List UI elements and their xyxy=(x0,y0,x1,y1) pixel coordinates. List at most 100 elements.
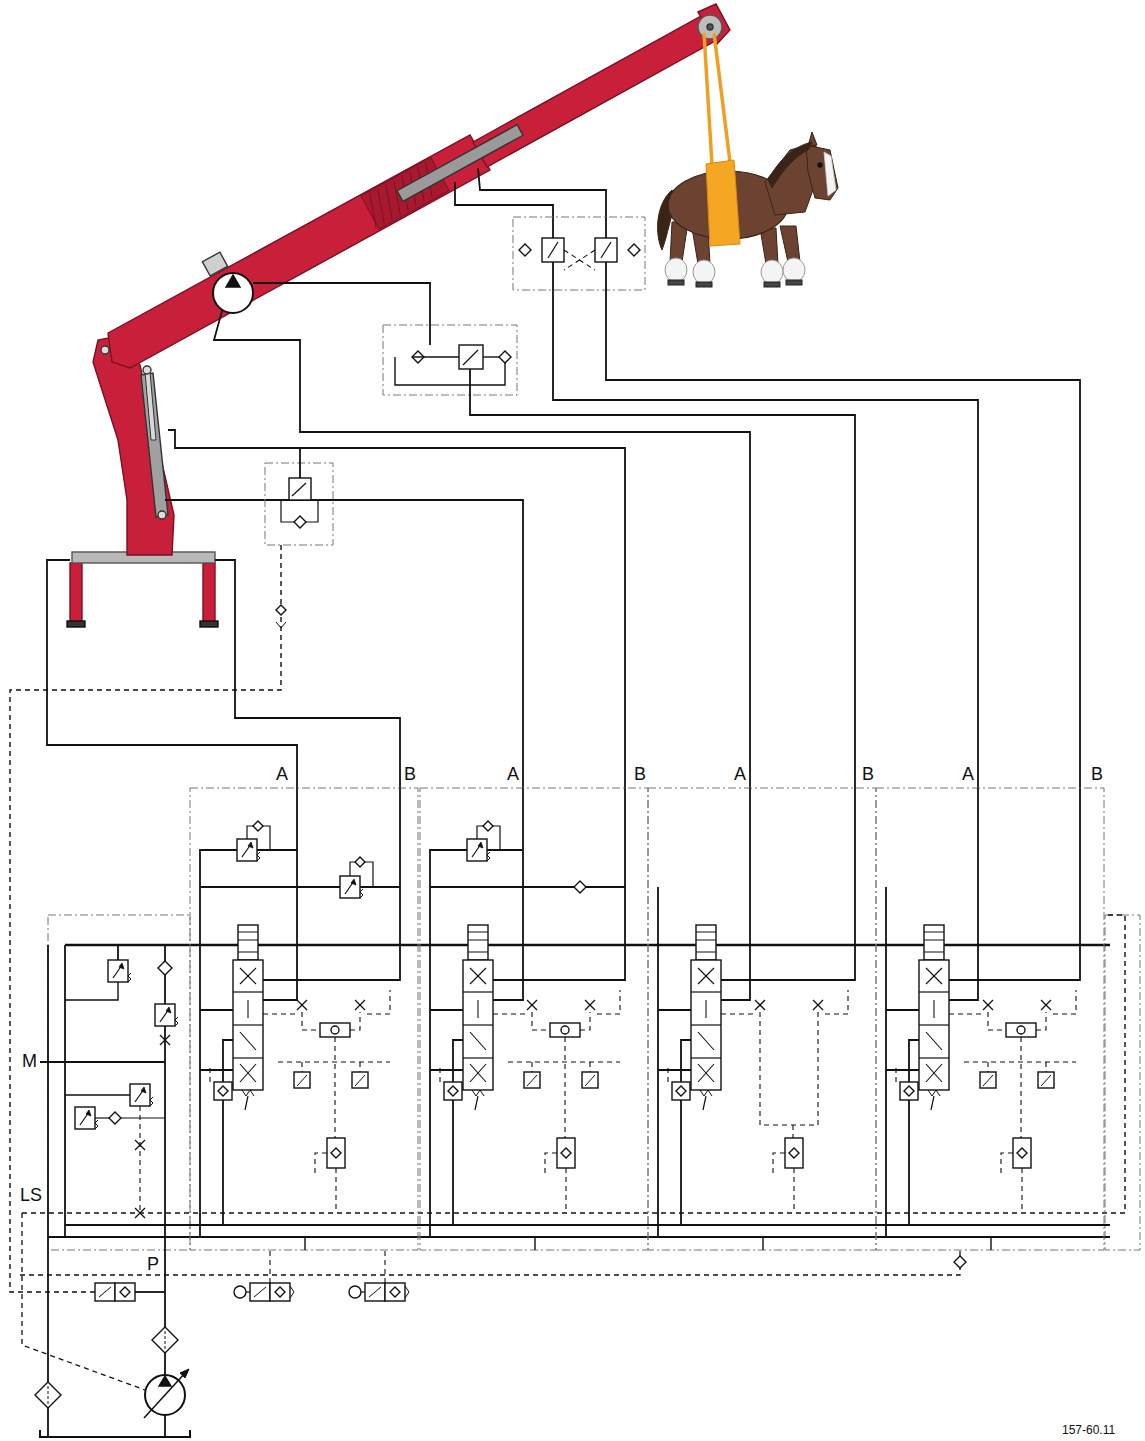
spring-symbol xyxy=(360,889,363,898)
valve-arrow xyxy=(355,1075,365,1086)
orifice-symbol xyxy=(813,1000,823,1010)
valve-arrow xyxy=(297,1075,307,1086)
pilot-line xyxy=(564,250,595,270)
load-sense-check-symbol xyxy=(1013,1138,1031,1168)
hydraulic-line xyxy=(681,1040,691,1082)
pilot-line xyxy=(1001,1153,1013,1175)
drawing xyxy=(10,4,1140,1437)
spring-symbol xyxy=(276,622,286,628)
tank-gallery xyxy=(48,1236,1110,1238)
pilot-line xyxy=(793,1168,794,1213)
variable-arrow xyxy=(180,1369,189,1378)
spring-symbol xyxy=(128,973,131,982)
filter-element xyxy=(48,1386,49,1404)
hydraulic-line xyxy=(164,1415,166,1437)
hydraulic-line xyxy=(691,991,721,992)
relief-valve-symbol xyxy=(294,1072,310,1088)
hydraulic-line xyxy=(165,500,523,788)
outrigger xyxy=(70,563,82,623)
hydraulic-line xyxy=(475,1096,478,1110)
check-valve-symbol xyxy=(483,821,493,831)
drain-stub xyxy=(534,1237,535,1250)
flow-arrow xyxy=(470,1064,486,1082)
compensator-symbol xyxy=(900,1082,918,1100)
pilot-line xyxy=(964,1061,1076,1062)
hydraulic-line xyxy=(135,1291,165,1293)
port-label: A xyxy=(507,765,519,785)
hydraulic-line xyxy=(478,168,606,238)
horse-feathered-foot xyxy=(693,260,715,284)
hydraulic-line xyxy=(245,1096,248,1110)
flow-arrow xyxy=(705,1000,706,1018)
pilot-line xyxy=(760,1012,818,1125)
valve-section-outline xyxy=(648,788,876,1250)
hydraulic-line xyxy=(121,1117,165,1118)
pilot-line xyxy=(1053,990,1076,1014)
hydraulic-line xyxy=(263,788,400,980)
pilot-line xyxy=(531,1062,532,1072)
check-valve-symbol xyxy=(331,1148,341,1158)
orifice-symbol xyxy=(355,1000,365,1010)
winch-housing xyxy=(202,252,227,276)
hydraulic-line xyxy=(429,887,431,1237)
hydraulic-line xyxy=(168,430,625,788)
pilot-line xyxy=(721,1013,753,1014)
crane-column xyxy=(93,336,174,555)
pilot-line xyxy=(359,1062,360,1072)
horse-blaze xyxy=(824,152,836,196)
holding-valve-symbol xyxy=(595,238,617,262)
crane-boom-extension xyxy=(473,15,717,167)
pressure-gallery xyxy=(65,944,1110,946)
flow-arrow xyxy=(470,1064,486,1082)
check-valve-symbol xyxy=(561,1148,571,1158)
pilot-line xyxy=(384,1250,385,1283)
brake-valve-outline xyxy=(383,325,517,395)
shuttle-ball xyxy=(1017,1026,1025,1034)
pilot-line xyxy=(959,1250,960,1256)
hydraulic-line xyxy=(238,932,258,933)
hydraulic-line xyxy=(924,940,944,941)
port-label: B xyxy=(1091,765,1103,785)
variable-arrow xyxy=(144,1372,186,1418)
tank-symbol xyxy=(40,1430,190,1437)
valve-arrow xyxy=(254,1287,266,1297)
flow-arrow xyxy=(933,1000,934,1018)
hydraulic-line xyxy=(164,945,166,1327)
hydraulic-line xyxy=(919,1057,949,1058)
compensator-symbol xyxy=(214,1082,232,1100)
flow-arrow xyxy=(240,968,256,984)
holding-valve-symbol xyxy=(542,238,564,262)
hydraulic-line xyxy=(886,1069,919,1071)
brake-valve-symbol xyxy=(459,345,483,369)
check-valve-symbol xyxy=(519,244,531,256)
drain-stub xyxy=(304,1237,305,1250)
hydraulic-line xyxy=(412,356,459,357)
valve-section-outline xyxy=(876,788,1104,1250)
horse-hoof xyxy=(786,280,802,285)
relief-valve-symbol xyxy=(340,876,360,898)
check-valve-symbol xyxy=(158,961,172,975)
hydraulic-line xyxy=(931,1096,934,1110)
return-line xyxy=(47,945,49,1382)
relief-valve-symbol xyxy=(141,1087,146,1093)
filter-element xyxy=(165,1331,166,1349)
pilot-line xyxy=(367,990,390,1014)
flow-arrow xyxy=(240,1064,256,1082)
pivot xyxy=(143,366,151,374)
relief-valve-symbol xyxy=(86,1110,91,1116)
pilot-valve-symbol xyxy=(385,1283,405,1301)
valve-arrow xyxy=(369,1287,381,1297)
spring-symbol xyxy=(95,1120,98,1129)
horse-feathered-foot xyxy=(665,258,687,282)
hydraulic-line xyxy=(430,886,625,888)
hydraulic-line xyxy=(657,887,659,1237)
hydraulic-line xyxy=(199,887,201,1237)
valve-arrow xyxy=(463,350,478,365)
port-label: B xyxy=(404,765,416,785)
return-filter xyxy=(35,1382,61,1408)
check-valve-symbol xyxy=(109,1112,121,1124)
flow-arrow xyxy=(470,1032,486,1050)
valve-section-outline xyxy=(420,788,648,1250)
hydraulic-line xyxy=(214,311,750,788)
